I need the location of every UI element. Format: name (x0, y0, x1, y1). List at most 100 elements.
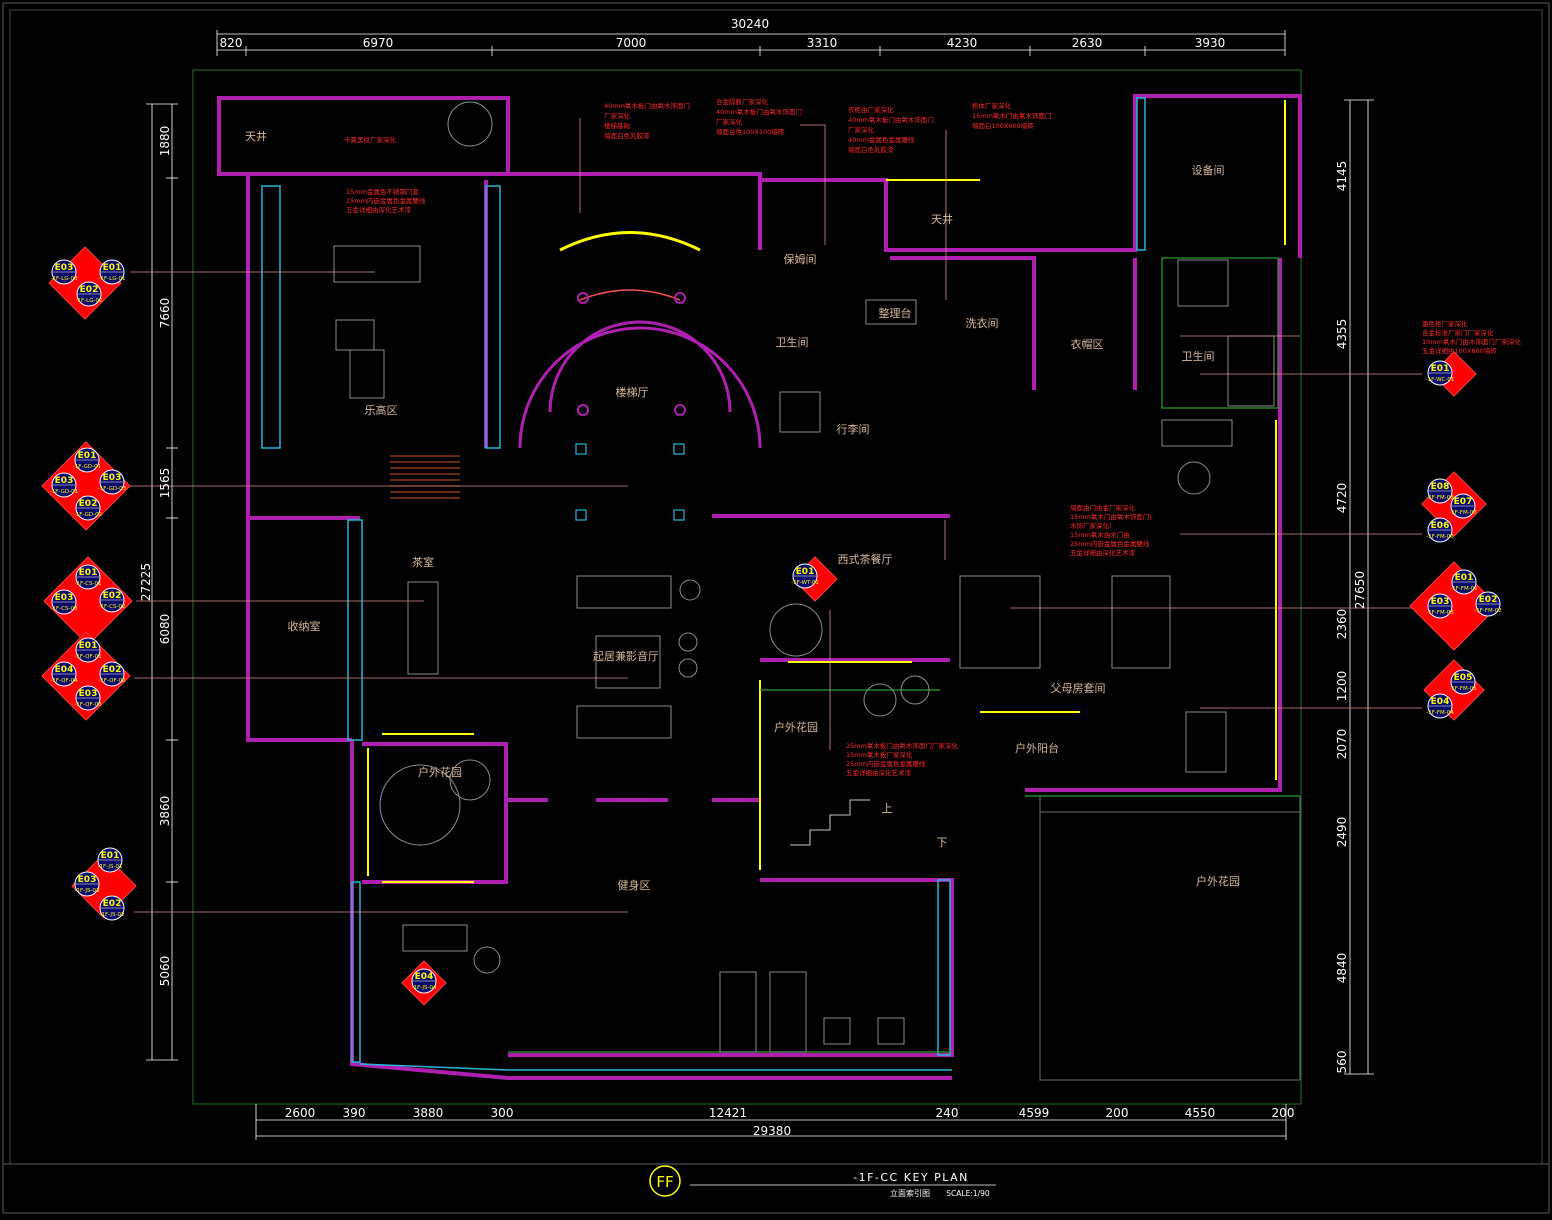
room-tea-room: 茶室 (412, 555, 434, 569)
room-gym: 健身区 (618, 878, 651, 892)
room-stair-hall: 楼梯厅 (616, 385, 649, 399)
room-living-theatre: 起居兼影音厅 (593, 649, 659, 663)
dim-bottom-total: 29380 (753, 1124, 791, 1138)
room-terrace: 户外阳台 (1015, 741, 1059, 755)
dim-right-4: 1200 (1335, 671, 1349, 702)
elevation-tag-ref: -1F-QF-03 (74, 702, 102, 708)
note-garden-1: 15mm氧木板厂家深化 (846, 750, 913, 759)
elevation-tag-ref: -1F-CS-02 (99, 604, 126, 610)
elevation-tag-ref: -1F-JS-04 (411, 985, 437, 991)
dim-right-total: 27650 (1353, 571, 1367, 609)
elevation-tag-code: E01 (103, 263, 122, 273)
room-nanny: 保姆间 (784, 252, 817, 266)
dim-right-8: 560 (1335, 1051, 1349, 1074)
note-suite-3: 15mm氧木由木门由 (1070, 530, 1130, 539)
dim-top-1: 6970 (363, 36, 394, 50)
dim-bottom-1: 390 (343, 1106, 366, 1120)
stair-up-label: 上 (882, 802, 893, 815)
elevation-tag-ref: -1F-JS-03 (74, 888, 100, 894)
dim-bottom-2: 3880 (413, 1106, 444, 1120)
note-music-1: 25mm内嵌金属色金属腰线 (346, 196, 426, 205)
stair-down-label: 下 (937, 836, 948, 849)
room-western-tea: 西式茶餐厅 (838, 552, 893, 566)
elevation-tag-ref: -1F-FM-02 (1474, 608, 1502, 614)
annotation-notes: 卡夏黑纹厂家深化 15mm金属色不锈钢门套 25mm内嵌金属色金属腰线 五金详细… (344, 97, 1521, 777)
title-block: FF -1F-CC KEY PLAN 立面索引图 SCALE:1/90 (649, 1165, 996, 1198)
elevation-tag-ref: -1F-WT-01 (791, 580, 819, 586)
elevation-tag-code: E04 (415, 972, 434, 982)
note-suite-1: 15mm氧木门由氧木饰面门( (1070, 512, 1152, 521)
note-suite-4: 25mm内嵌金属色金属腰线 (1070, 539, 1150, 548)
elevation-tag-code: E03 (55, 263, 74, 273)
elevation-tag-ref: -1F-LG-01 (99, 276, 126, 282)
elevation-tag-code: E03 (1431, 597, 1450, 607)
elevation-tag-ref: -1F-JS-02 (99, 912, 124, 918)
bottom-dimensions (255, 1104, 1287, 1140)
note-nanny-0: 合金隔断厂家深化 (716, 97, 769, 106)
top-dimensions (216, 30, 1286, 56)
elevation-tag-ref: -1F-FM-05 (1449, 686, 1477, 692)
elevation-tag-code: E01 (1431, 364, 1450, 374)
elevation-tag-ref: -1F-JS-01 (97, 864, 122, 870)
elevation-tag-code: E06 (1431, 521, 1450, 531)
right-dimension-labels: 27650 4145 4355 4720 2360 1200 2070 2490… (1335, 161, 1367, 1074)
elevation-tag-ref: -1F-GD-01 (73, 464, 101, 470)
top-dimension-labels: 30240 820 6970 7000 3310 4230 2630 3930 (220, 17, 1226, 50)
note-right-wc-1: 合金标准厂家门厂家深化 (1422, 328, 1494, 337)
elevation-tag-ref: -1F-GD-01 (50, 489, 78, 495)
garden-trees (379, 101, 930, 846)
dim-left-3: 6080 (158, 614, 172, 645)
dim-bottom-0: 2600 (285, 1106, 316, 1120)
note-garden-0: 25mm氧木板门由氧木饰面门厂家深化 (846, 741, 958, 750)
dim-top-4: 4230 (947, 36, 978, 50)
bottom-dimension-labels: 2600 390 3880 300 12421 240 4599 200 455… (285, 1106, 1295, 1138)
dim-bottom-9: 200 (1272, 1106, 1295, 1120)
elevation-tag-code: E04 (55, 665, 74, 675)
dim-left-5: 5060 (158, 956, 172, 987)
note-right-wc-2: 10mm氧木门由木饰面门厂家深化 (1422, 337, 1521, 346)
elevation-tag-diamond (41, 631, 131, 721)
note-equip-1: 15mm氧木门由氧木饰面门 (972, 111, 1051, 120)
left-dimensions (146, 103, 178, 1061)
dim-top-2: 7000 (616, 36, 647, 50)
note-suite-0: 墙面由门由金厂家深化 (1070, 503, 1136, 512)
room-music-area: 乐高区 (365, 403, 398, 417)
room-laundry: 洗衣间 (966, 316, 999, 330)
dim-right-1: 4355 (1335, 319, 1349, 350)
dim-top-3: 3310 (807, 36, 838, 50)
dim-bottom-7: 200 (1106, 1106, 1129, 1120)
elevation-tag-code: E01 (79, 568, 98, 578)
dim-right-2: 4720 (1335, 483, 1349, 514)
elevation-tags: E03-1F-LG-03E01-1F-LG-01E02-1F-LG-02E01-… (41, 246, 1502, 1006)
room-parents-suite: 父母房套间 (1051, 682, 1106, 695)
elevation-tag-ref: -1F-QF-01 (74, 654, 101, 660)
dim-top-0: 820 (220, 36, 243, 50)
elevation-tag-ref: -1F-FM-06 (1426, 534, 1454, 540)
dim-right-0: 4145 (1335, 161, 1349, 192)
left-dimension-labels: 27225 1880 7660 1565 6080 3860 5060 (139, 126, 172, 987)
note-stair-1: 厂家深化 (604, 111, 631, 120)
drawing-title: -1F-CC KEY PLAN (853, 1171, 969, 1184)
room-skylight-1: 天井 (245, 129, 267, 143)
note-laundry-2: 厂家深化 (848, 125, 875, 134)
elevation-tag-code: E03 (55, 476, 74, 486)
elevation-tag-code: E07 (1454, 497, 1473, 507)
elevation-tag-code: E01 (101, 851, 120, 861)
right-dimensions (1344, 99, 1374, 1075)
note-suite-2: 木饰厂家深化) (1070, 521, 1112, 530)
dim-left-4: 3860 (158, 796, 172, 827)
note-music-0: 15mm金属色不锈钢门套 (346, 187, 419, 196)
lower-stair (790, 799, 870, 846)
elevation-tag-ref: -1F-LG-03 (51, 276, 78, 282)
room-garden-2: 户外花园 (774, 720, 818, 734)
dim-left-0: 1880 (158, 126, 172, 157)
dim-bottom-5: 240 (936, 1106, 959, 1120)
note-skylight: 卡夏黑纹厂家深化 (344, 135, 397, 144)
room-cloakroom: 衣帽区 (1071, 337, 1104, 351)
dim-bottom-8: 4550 (1185, 1106, 1216, 1120)
note-stair-3: 墙面白色乳胶漆 (604, 131, 650, 140)
room-wc-2: 卫生间 (1182, 349, 1215, 363)
